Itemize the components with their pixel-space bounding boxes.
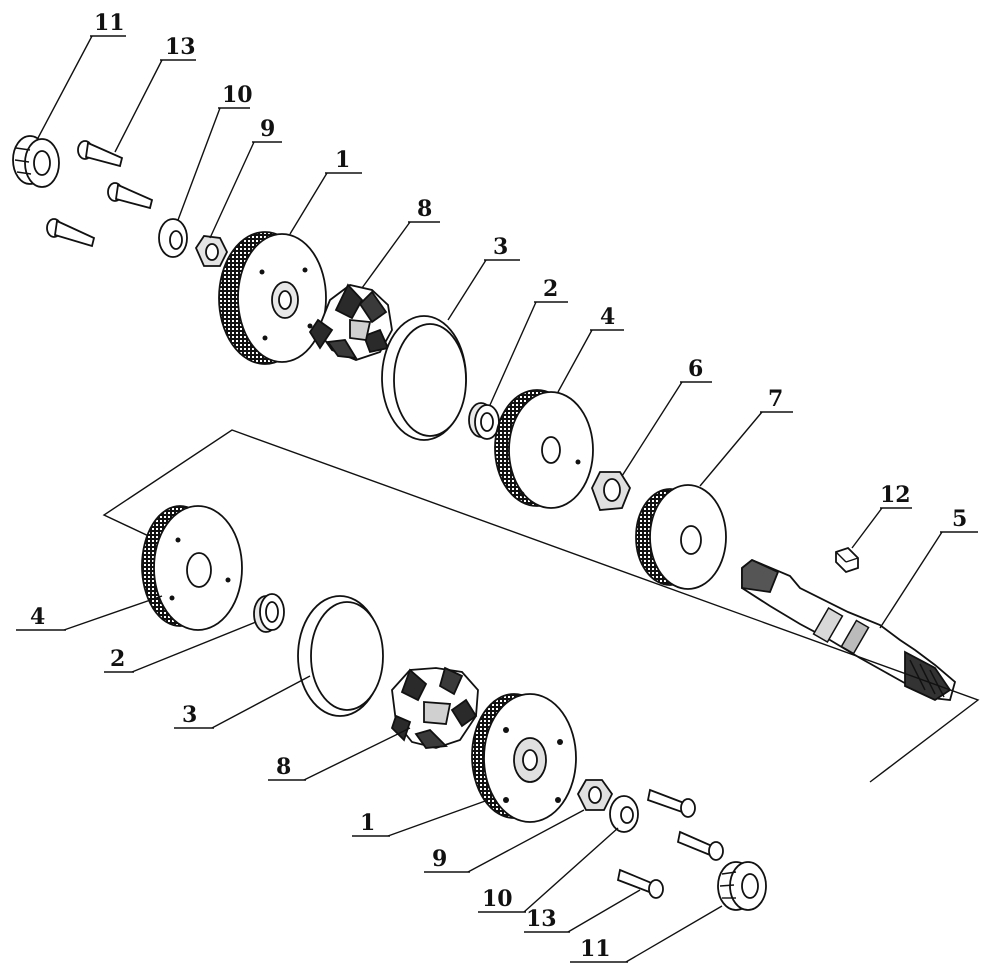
label-top-8: 8 <box>417 196 432 222</box>
top-insert-part-8 <box>308 283 393 361</box>
label-top-4: 4 <box>600 304 615 330</box>
top-wheel-part-1 <box>218 231 327 365</box>
bolt <box>107 182 154 210</box>
top-key-part-12 <box>835 546 859 574</box>
label-top-1: 1 <box>335 147 350 173</box>
bottom-bolts-part-13 <box>616 788 724 899</box>
label-top-11: 11 <box>94 10 125 36</box>
label-bottom-4: 4 <box>30 604 45 630</box>
bottom-insert-part-8 <box>390 666 479 749</box>
assembly-boundary-line <box>102 429 980 783</box>
label-top-7: 7 <box>768 386 783 412</box>
bottom-wheel-part-1 <box>471 693 577 823</box>
top-disc-part-4 <box>494 389 594 509</box>
label-bottom-10: 10 <box>482 886 513 912</box>
bottom-leader-lines <box>16 595 723 963</box>
label-bottom-2: 2 <box>110 646 125 672</box>
top-nut-part-6 <box>591 471 632 511</box>
bottom-washer-part-10 <box>609 795 639 833</box>
bolt <box>646 788 696 818</box>
top-bushing-part-2 <box>468 402 500 440</box>
bottom-ring-part-3 <box>297 595 384 717</box>
bottom-nut-part-9 <box>576 779 614 811</box>
label-top-13: 13 <box>165 34 196 60</box>
bolt <box>46 218 96 248</box>
label-top-10: 10 <box>222 82 253 108</box>
label-top-12: 12 <box>880 482 911 508</box>
label-bottom-9: 9 <box>432 846 447 872</box>
top-bolts-part-13 <box>46 140 154 248</box>
bottom-sleeve-part-11 <box>717 861 767 911</box>
top-ring-part-3 <box>381 315 467 441</box>
top-shaft-part-5 <box>741 558 957 702</box>
top-sleeve-part-11 <box>12 135 60 188</box>
top-nut-part-9 <box>194 235 229 267</box>
label-bottom-1: 1 <box>360 810 375 836</box>
label-bottom-8: 8 <box>276 754 291 780</box>
bolt <box>676 830 724 861</box>
bottom-bushing-part-2 <box>253 593 285 633</box>
label-top-5: 5 <box>952 506 967 532</box>
label-top-3: 3 <box>493 234 508 260</box>
label-bottom-3: 3 <box>182 702 197 728</box>
bolt <box>77 140 124 168</box>
bottom-disc-part-4 <box>141 505 243 631</box>
top-knurled-ring-part-7 <box>635 484 727 590</box>
top-washer-part-10 <box>158 218 188 258</box>
label-top-2: 2 <box>543 276 558 302</box>
label-bottom-13: 13 <box>526 906 557 932</box>
label-top-9: 9 <box>260 116 275 142</box>
bolt <box>616 868 664 899</box>
label-top-6: 6 <box>688 356 703 382</box>
label-bottom-11: 11 <box>580 936 611 962</box>
top-leader-lines <box>37 35 978 629</box>
